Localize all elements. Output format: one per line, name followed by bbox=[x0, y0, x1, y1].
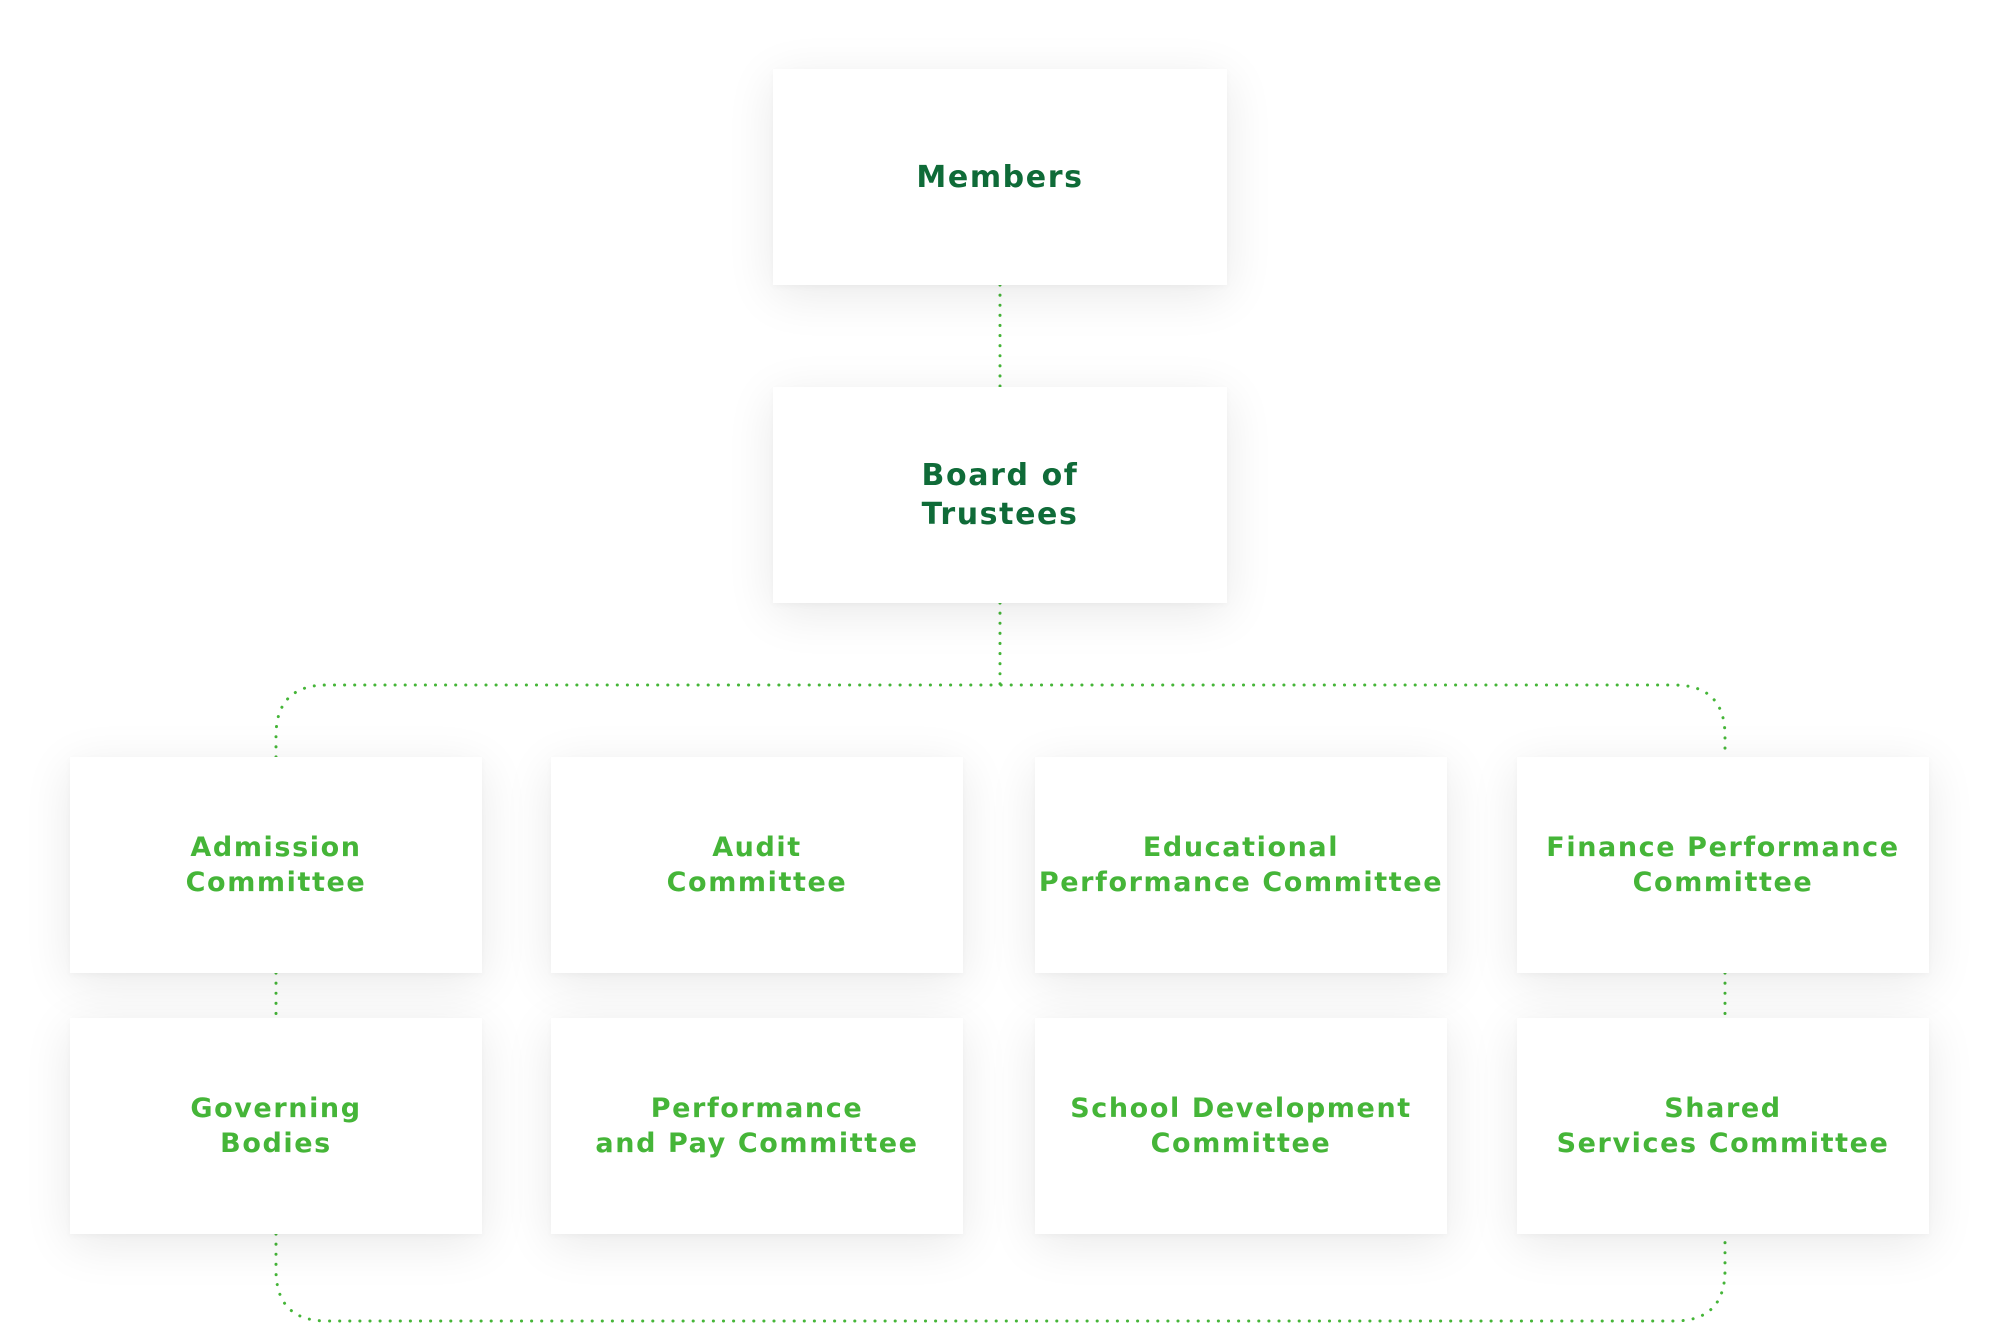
members-node: Members bbox=[773, 69, 1227, 285]
performance-and-pay-committee-node: Performance and Pay Committee bbox=[551, 1018, 963, 1234]
admission-committee-label: Admission Committee bbox=[185, 832, 367, 898]
governing-bodies-label: Governing Bodies bbox=[190, 1093, 362, 1159]
educational-performance-committee-node: Educational Performance Committee bbox=[1035, 757, 1447, 973]
shared-services-committee-node: Shared Services Committee bbox=[1517, 1018, 1929, 1234]
governing-bodies-node: Governing Bodies bbox=[70, 1018, 482, 1234]
educational-performance-committee-label: Educational Performance Committee bbox=[1038, 832, 1444, 898]
admission-committee-node: Admission Committee bbox=[70, 757, 482, 973]
finance-performance-committee-label: Finance Performance Committee bbox=[1546, 832, 1900, 898]
board-of-trustees-label: Board of Trustees bbox=[921, 458, 1079, 532]
school-development-committee-node: School Development Committee bbox=[1035, 1018, 1447, 1234]
performance-and-pay-committee-label: Performance and Pay Committee bbox=[595, 1093, 919, 1159]
school-development-committee-label: School Development Committee bbox=[1070, 1093, 1412, 1159]
shared-services-committee-label: Shared Services Committee bbox=[1556, 1093, 1890, 1159]
board-of-trustees-node: Board of Trustees bbox=[773, 387, 1227, 603]
audit-committee-label: Audit Committee bbox=[666, 832, 848, 898]
bottom-bracket-line bbox=[274, 1232, 1727, 1323]
committee-branch-line bbox=[274, 683, 1727, 759]
members-label: Members bbox=[916, 159, 1084, 195]
finance-performance-committee-node: Finance Performance Committee bbox=[1517, 757, 1929, 973]
audit-committee-node: Audit Committee bbox=[551, 757, 963, 973]
